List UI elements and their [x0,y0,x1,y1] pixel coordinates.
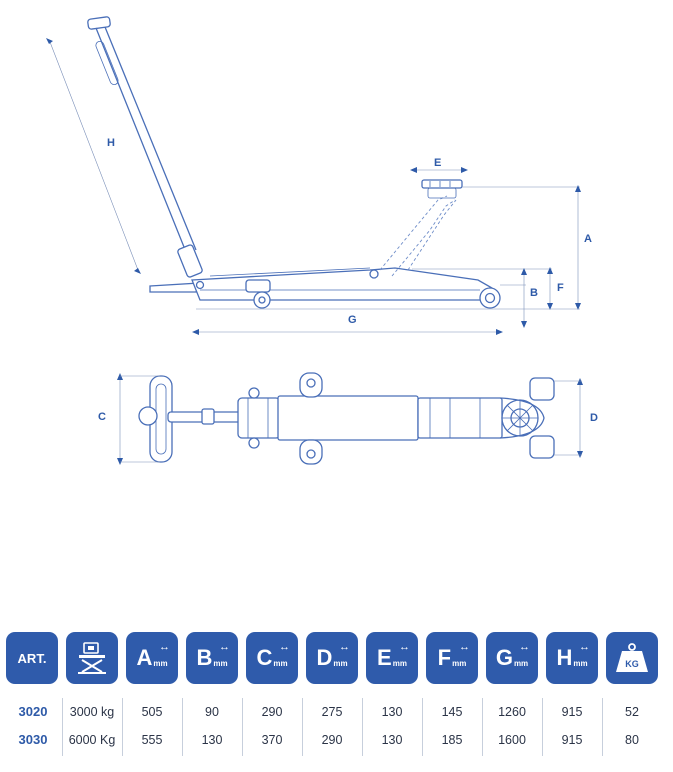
chassis [149,267,501,309]
lift-arm-raised [379,179,463,277]
capacity-icon [66,632,118,684]
column-divider [602,698,603,756]
capacity-value: 6000 Kg [68,733,116,747]
column-divider [182,698,183,756]
column-divider [542,698,543,756]
value-d: 290 [321,733,343,747]
spec-table-body: 3020 3000 kg 505 90 290 275 130 145 1260… [0,698,673,754]
value-e: 130 [381,705,403,719]
col-header-weight: KG [606,632,658,684]
column-divider [302,698,303,756]
capacity-value: 3000 kg [69,705,115,719]
double-arrow-icon: ↔ [219,641,230,653]
art-header-label: ART. [17,650,47,666]
side-view: H E [46,16,592,335]
value-h: 915 [561,705,583,719]
table-row: 3030 6000 Kg 555 130 370 290 130 185 160… [0,726,673,754]
value-c: 370 [261,733,283,747]
value-weight: 80 [625,733,639,747]
label-b: B [530,287,538,299]
weight-icon: KG [616,643,648,672]
column-divider [422,698,423,756]
top-view: C D [98,372,598,465]
column-divider [122,698,123,756]
double-arrow-icon: ↔ [519,641,530,653]
column-divider [482,698,483,756]
value-h: 915 [561,733,583,747]
weight-icon-label: KG [625,659,639,669]
value-a: 555 [141,733,163,747]
label-a: A [584,233,592,245]
value-b: 130 [201,733,223,747]
value-g: 1260 [498,705,526,719]
label-e: E [434,157,441,169]
value-b: 90 [205,705,219,719]
value-a: 505 [141,705,163,719]
jack-capacity-icon [78,642,106,674]
double-arrow-icon: ↔ [279,641,290,653]
value-c: 290 [261,705,283,719]
value-weight: 52 [625,705,639,719]
table-row: 3020 3000 kg 505 90 290 275 130 145 1260… [0,698,673,726]
column-divider [362,698,363,756]
double-arrow-icon: ↔ [579,641,590,653]
label-f: F [557,282,564,294]
art-number: 3030 [18,732,48,747]
value-g: 1600 [498,733,526,747]
value-d: 275 [321,705,343,719]
jack-technical-drawing: H E [46,16,598,465]
art-number: 3020 [18,704,48,719]
value-f: 145 [441,705,463,719]
label-c: C [98,411,106,423]
art-header-tile: ART. [6,632,58,684]
double-arrow-icon: ↔ [459,641,470,653]
label-h: H [107,137,115,149]
value-f: 185 [441,733,463,747]
label-d: D [590,412,598,424]
double-arrow-icon: ↔ [159,641,170,653]
double-arrow-icon: ↔ [339,641,350,653]
column-divider [242,698,243,756]
label-g: G [348,314,357,326]
column-divider [62,698,63,756]
handle [87,16,203,278]
double-arrow-icon: ↔ [399,641,410,653]
value-e: 130 [381,733,403,747]
